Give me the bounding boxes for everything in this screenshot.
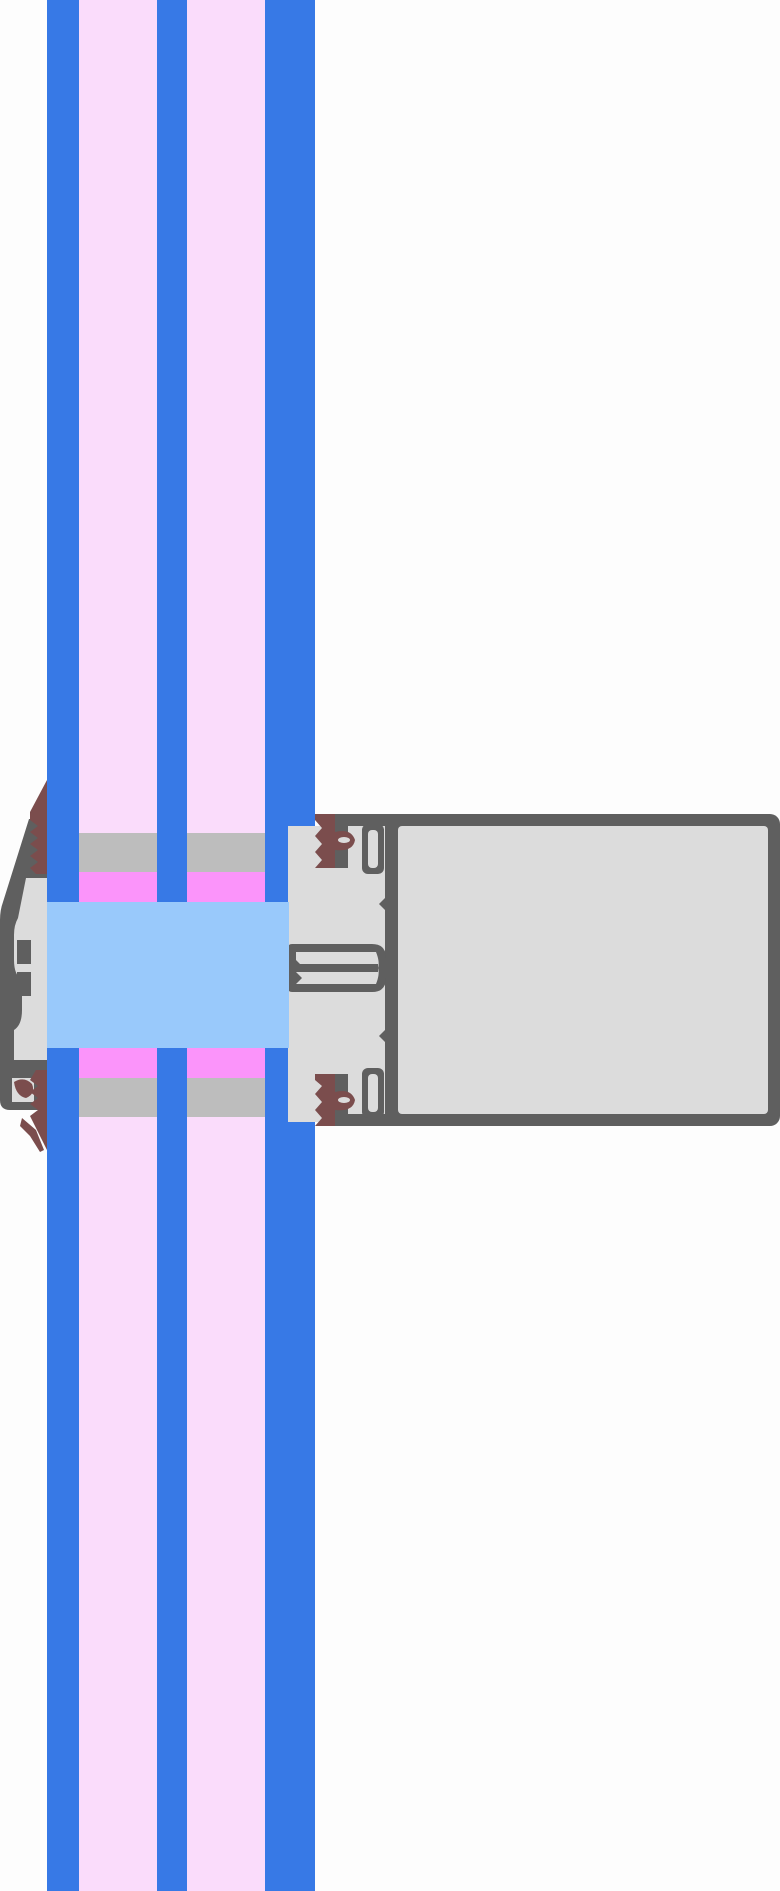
lower-glass-unit [79,1048,265,1891]
gasket-interior-bottom-eye [338,1097,350,1103]
screw-port-core [290,964,378,972]
web-notch-2 [379,1030,385,1042]
middle-pane-upper [157,0,187,902]
glass-panes [47,0,315,1891]
gasket-wedge-bottom [30,1070,47,1150]
outer-pane-lower [47,1048,79,1891]
gasket-bulb-bottom [14,1079,34,1098]
mullion-box-inner [398,826,768,1114]
spacer-inner-upper [187,833,265,872]
middle-pane-lower [157,1048,187,1891]
inner-pane-upper [265,0,315,902]
gasket-wedge-top [30,780,47,874]
gasket-interior-top-body [315,814,335,868]
cavity-outer-lower [79,1048,157,1891]
mullion-web [385,820,398,1120]
cavity-outer-upper [79,0,157,902]
outer-pane-upper [47,0,79,902]
upper-glass-unit [79,0,265,902]
pressure-plate-slot-bottom [17,972,31,996]
interior-gasket-top [315,814,355,868]
inner-pane-lower [265,1048,315,1891]
gasket-claw-bottom [20,1118,44,1152]
thermal-block [47,902,289,1048]
desiccant-outer-upper [79,872,157,902]
desiccant-inner-upper [187,872,265,902]
gasket-interior-bottom-body [315,1074,335,1126]
spacer-outer-upper [79,833,157,872]
spacer-outer-lower [79,1078,157,1117]
cavity-inner-upper [187,0,265,902]
exterior-pressure-plate [0,819,47,1110]
mullion-profile [288,814,780,1126]
mullion-flange-bottom-slot-inner [368,1074,378,1112]
exterior-gasket-top [30,780,47,874]
gasket-interior-top-eye [338,837,350,843]
spacer-inner-lower [187,1078,265,1117]
pressure-plate-inner [14,878,47,1060]
desiccant-outer-lower [79,1048,157,1078]
web-notch-1 [379,898,385,910]
desiccant-inner-lower [187,1048,265,1078]
cavity-inner-lower [187,1048,265,1891]
mullion-flange-top-slot-inner [368,830,378,868]
pressure-plate-slot-top [17,940,31,964]
exterior-gasket-bottom [14,1070,47,1152]
interior-gasket-bottom [315,1074,355,1126]
